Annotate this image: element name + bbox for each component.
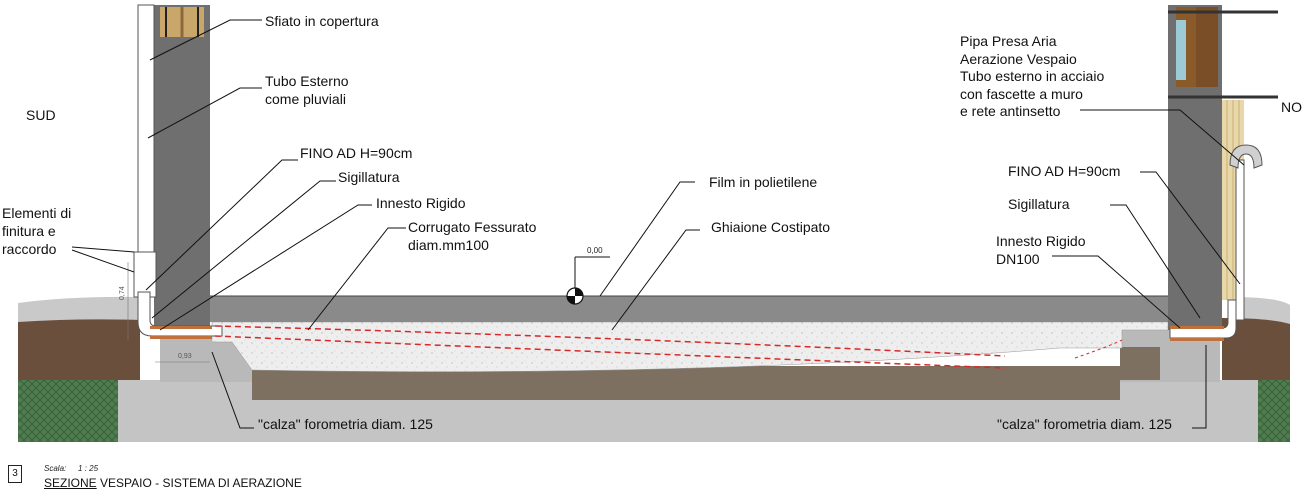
label-no: NO [1281,99,1302,115]
corrugated-pipes [214,325,1123,369]
level-marker [566,256,610,305]
label-tubo-esterno-2: come pluviali [265,91,346,107]
view-title: SEZIONE VESPAIO - SISTEMA DI AERAZIONE [44,476,302,490]
label-elementi-1: Elementi di [2,205,71,221]
label-sigillatura-right: Sigillatura [1008,196,1070,212]
label-quota: 0,00 [587,246,603,255]
view-title-underlined: SEZIONE [44,476,97,490]
dimension-74: 0,74 [119,286,126,300]
label-innesto-right-2: DN100 [996,251,1040,267]
label-calza-right: "calza" forometria diam. 125 [997,416,1172,432]
air-intake-hood [1229,144,1263,169]
grass-layer-left [18,380,120,442]
dimension-93: 0,93 [178,353,192,360]
grass-layer-right [1258,380,1290,442]
view-title-rest: VESPAIO - SISTEMA DI AERAZIONE [96,476,302,490]
label-elementi-2: finitura e [2,223,56,239]
air-intake-pipe [1235,159,1245,321]
scale-label: Scala: [44,464,67,473]
label-ghiaione: Ghiaione Costipato [711,219,830,235]
wall-left [154,5,210,330]
label-innesto-right-1: Innesto Rigido [996,233,1086,249]
label-corrugato-1: Corrugato Fessurato [408,219,537,235]
view-number: 3 [8,465,22,483]
label-corrugato-2: diam.mm100 [408,237,489,253]
label-tubo-esterno-1: Tubo Esterno [265,73,349,89]
label-elementi-3: raccordo [2,241,57,257]
floor-slab [208,296,1170,322]
ground-left [18,296,140,380]
label-sud: SUD [26,107,56,123]
gravel-fill [211,321,1169,372]
label-innesto-left: Innesto Rigido [376,195,466,211]
label-pipa-5: e rete antinsetto [960,103,1061,119]
label-pipa-1: Pipa Presa Aria [960,33,1057,49]
label-fino-right: FINO AD H=90cm [1008,163,1120,179]
wall-right [1168,90,1222,330]
label-pipa-2: Aerazione Vespaio [960,51,1077,67]
scale-value: 1 : 25 [78,464,99,473]
label-sigillatura-left: Sigillatura [338,169,400,185]
ground-right [1222,297,1290,380]
leader-lines [71,19,1245,429]
label-calza-left: "calza" forometria diam. 125 [258,416,433,432]
label-fino-left: FINO AD H=90cm [300,145,412,161]
label-pipa-3: Tubo esterno in acciaio [960,68,1104,84]
label-pipa-4: con fascette a muro [960,86,1083,102]
label-sfiato: Sfiato in copertura [265,13,379,29]
label-film: Film in polietilene [709,174,817,190]
